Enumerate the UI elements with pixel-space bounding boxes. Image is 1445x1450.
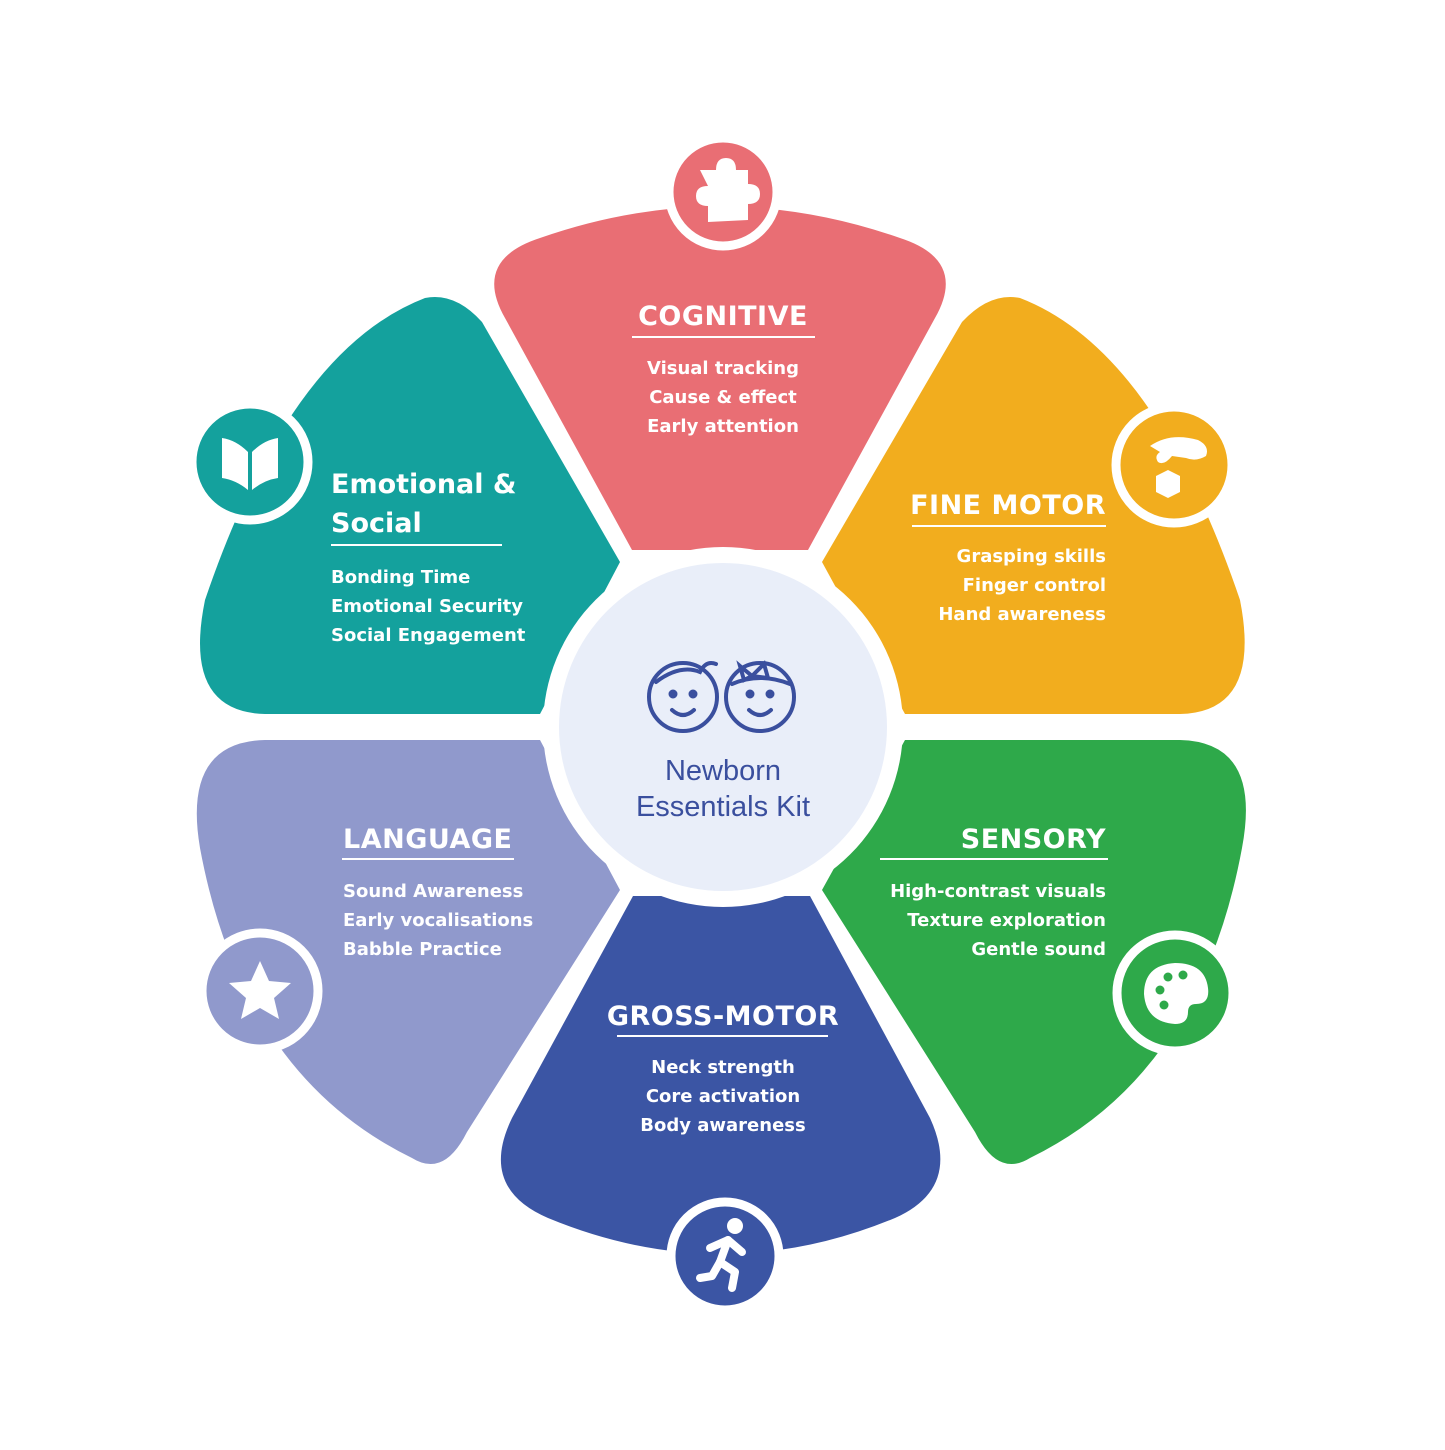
gross-motor-item: Neck strength bbox=[651, 1057, 795, 1078]
two-kids-faces-icon bbox=[647, 660, 796, 733]
language-title: LANGUAGE bbox=[343, 824, 512, 855]
center-title-line2: Essentials Kit bbox=[636, 791, 810, 823]
gross-motor-item: Core activation bbox=[646, 1086, 800, 1107]
emotional-social-badge bbox=[187, 399, 313, 525]
cognitive-title: COGNITIVE bbox=[638, 301, 808, 332]
gross-motor-title: GROSS-MOTOR bbox=[607, 1001, 839, 1032]
language-item: Early vocalisations bbox=[343, 910, 533, 931]
cognitive-badge bbox=[664, 133, 782, 251]
sensory-badge bbox=[1112, 930, 1238, 1056]
sensory-item: Gentle sound bbox=[971, 939, 1106, 960]
sensory-label-group: SENSORY High-contrast visuals Texture ex… bbox=[880, 824, 1108, 960]
cognitive-item: Visual tracking bbox=[647, 358, 799, 379]
cognitive-item: Early attention bbox=[647, 416, 799, 437]
gross-motor-badge bbox=[666, 1197, 784, 1315]
gross-motor-item: Body awareness bbox=[640, 1115, 805, 1136]
emotional-social-item: Social Engagement bbox=[331, 625, 526, 646]
fine-motor-item: Grasping skills bbox=[957, 546, 1106, 567]
center-title-line1: Newborn bbox=[665, 755, 781, 787]
emotional-social-title-line1: Emotional & bbox=[331, 469, 516, 500]
gross-motor-petal bbox=[500, 896, 941, 1254]
sensory-item: Texture exploration bbox=[907, 910, 1106, 931]
sensory-item: High-contrast visuals bbox=[890, 881, 1106, 902]
fine-motor-item: Hand awareness bbox=[938, 604, 1106, 625]
cognitive-petal bbox=[494, 206, 946, 550]
fine-motor-badge bbox=[1111, 402, 1237, 528]
emotional-social-item: Bonding Time bbox=[331, 567, 470, 588]
sensory-petal bbox=[822, 740, 1246, 1165]
fine-motor-item: Finger control bbox=[963, 575, 1106, 596]
language-label-group: LANGUAGE Sound Awareness Early vocalisat… bbox=[342, 824, 533, 960]
language-petal bbox=[196, 740, 620, 1165]
fine-motor-title: FINE MOTOR bbox=[910, 490, 1106, 521]
language-item: Babble Practice bbox=[343, 939, 502, 960]
cognitive-item: Cause & effect bbox=[649, 387, 797, 408]
puzzle-piece-icon bbox=[696, 158, 760, 222]
sensory-title: SENSORY bbox=[961, 824, 1106, 855]
cognitive-label-group: COGNITIVE Visual tracking Cause & effect… bbox=[632, 301, 815, 437]
fine-motor-petal bbox=[822, 297, 1245, 714]
language-item: Sound Awareness bbox=[343, 881, 523, 902]
language-badge bbox=[197, 928, 323, 1054]
emotional-social-item: Emotional Security bbox=[331, 596, 523, 617]
star-icon bbox=[229, 961, 291, 1019]
fine-motor-label-group: FINE MOTOR Grasping skills Finger contro… bbox=[910, 490, 1106, 625]
emotional-social-petal bbox=[200, 297, 620, 714]
paint-palette-icon bbox=[1144, 963, 1209, 1024]
emotional-social-title-line2: Social bbox=[331, 508, 422, 539]
emotional-social-label-group: Emotional & Social Bonding Time Emotiona… bbox=[331, 469, 526, 646]
running-person-icon bbox=[696, 1218, 746, 1292]
hand-dropping-block-icon bbox=[1150, 437, 1207, 498]
open-book-icon bbox=[222, 438, 278, 490]
center-hub: Newborn Essentials Kit bbox=[543, 547, 903, 907]
gross-motor-label-group: GROSS-MOTOR Neck strength Core activatio… bbox=[607, 1001, 839, 1136]
